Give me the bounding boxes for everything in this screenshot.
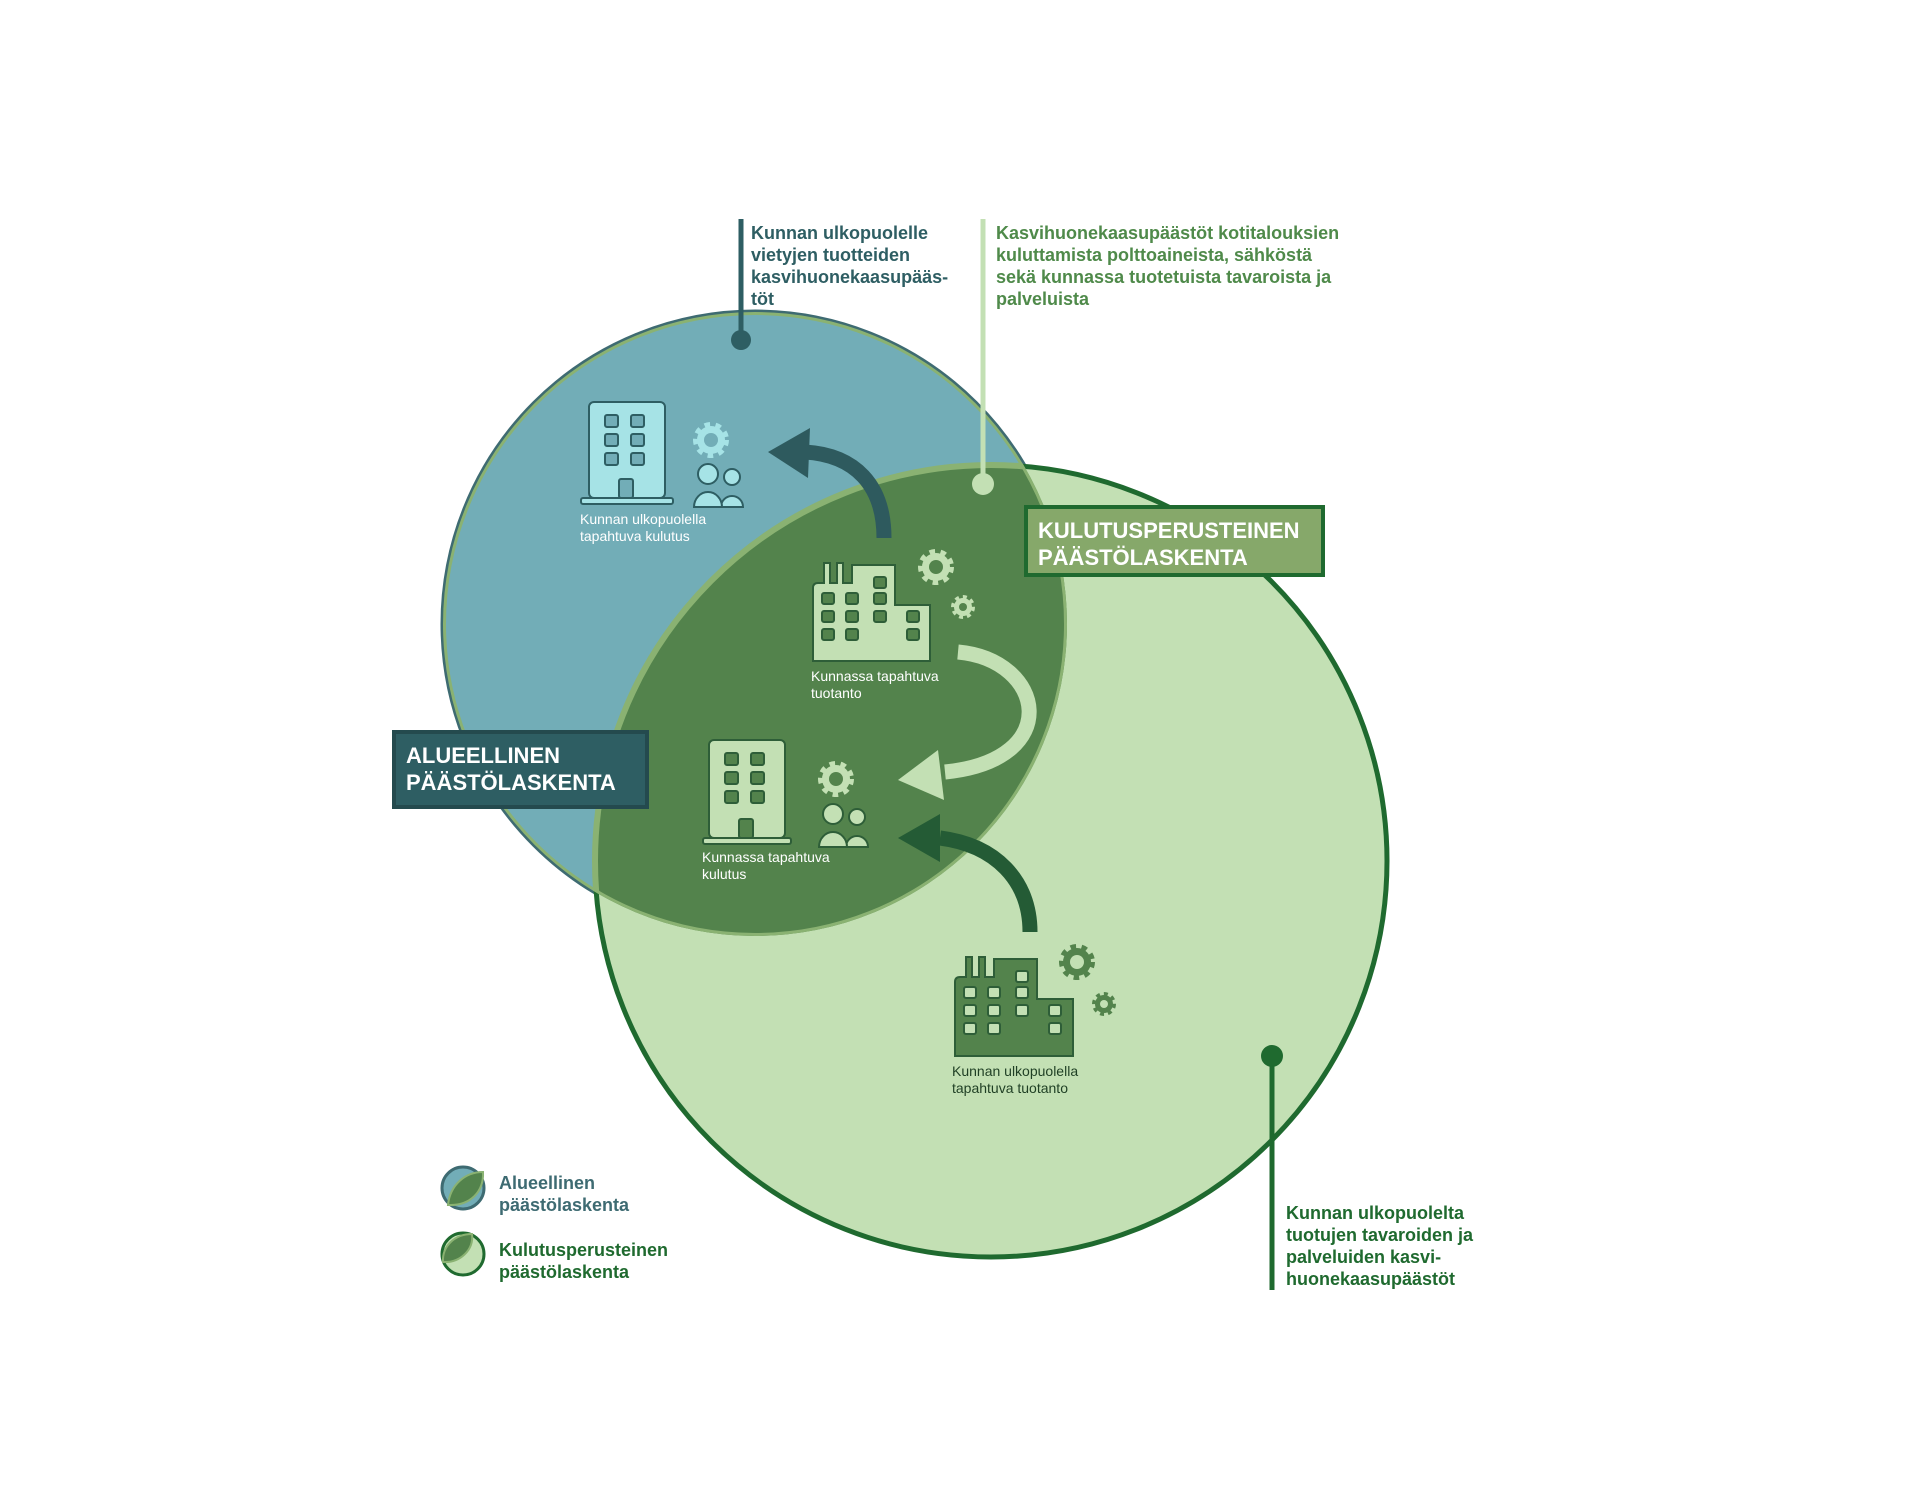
office-building-icon: [580, 401, 674, 505]
annotation-imported-emissions: Kunnan ulkopuolelta tuotujen tavaroiden …: [1286, 1203, 1474, 1289]
gear-icon: [951, 595, 975, 619]
factory-icon: [812, 562, 931, 662]
gear-icon: [918, 549, 954, 585]
label-outside-consumption: Kunnan ulkopuolella tapahtuva kulutus: [580, 511, 707, 544]
legend-label-territorial: Alueellinen päästölaskenta: [499, 1173, 630, 1215]
callout-imported: [1261, 1045, 1283, 1290]
label-local-production: Kunnassa tapahtuva tuotanto: [811, 668, 939, 701]
arrow-export: [768, 428, 892, 539]
gear-icon: [818, 761, 854, 797]
arrow-import: [898, 814, 1038, 933]
territorial-title-box: ALUEELLINEN PÄÄSTÖLASKENTA: [392, 730, 649, 809]
callout-households: [972, 219, 994, 495]
legend-swatch-consumption: [440, 1231, 486, 1277]
people-icon: [692, 463, 745, 508]
gear-icon: [1059, 944, 1095, 980]
annotation-household-emissions: Kasvihuonekaasupäästöt kotitalouksien ku…: [996, 223, 1340, 309]
annotation-exported-emissions: Kunnan ulkopuolelle vietyjen tuotteiden …: [751, 223, 949, 309]
legend-swatch-territorial: [440, 1165, 486, 1211]
label-local-consumption: Kunnassa tapahtuva kulutus: [702, 849, 830, 882]
consumption-based-title-box: KULUTUSPERUSTEINEN PÄÄSTÖLASKENTA: [1024, 505, 1325, 577]
office-building-icon: [702, 739, 792, 845]
legend-label-consumption: Kulutusperusteinen päästölaskenta: [499, 1240, 669, 1282]
people-icon: [817, 803, 870, 848]
factory-icon: [954, 956, 1074, 1057]
gear-icon: [693, 422, 729, 458]
gear-icon: [1092, 992, 1116, 1016]
arrow-local: [898, 644, 1037, 800]
callout-exported: [731, 219, 751, 350]
label-outside-production: Kunnan ulkopuolella tapahtuva tuotanto: [952, 1063, 1079, 1096]
